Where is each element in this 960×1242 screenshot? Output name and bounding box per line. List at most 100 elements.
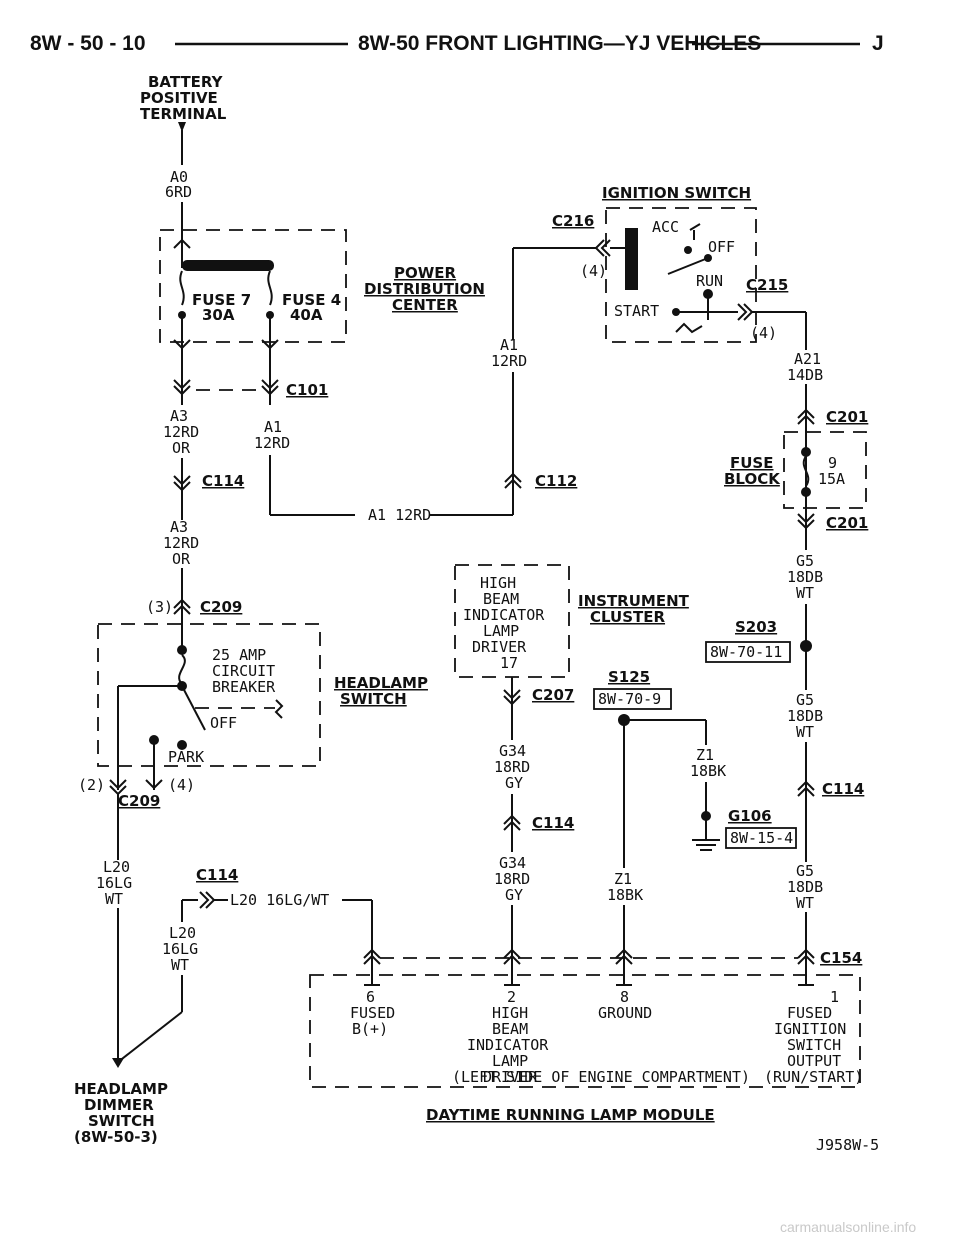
s203-label: S203 bbox=[735, 618, 777, 636]
wire-a0-label: A0 bbox=[170, 168, 188, 186]
c154-label: C154 bbox=[820, 949, 862, 967]
pin2-number: 2 bbox=[507, 988, 516, 1006]
fuse-block-box bbox=[783, 431, 867, 509]
ign-ground-icon bbox=[675, 322, 703, 334]
cb-terminal-top bbox=[177, 645, 187, 655]
wire-a1-run-label: A1 12RD bbox=[368, 506, 431, 524]
hls-wiper bbox=[181, 685, 206, 731]
c114-connector-icon-g5 bbox=[797, 780, 815, 797]
fuse4-label: FUSE 4 bbox=[282, 291, 341, 309]
wire-a21-label: A21 bbox=[794, 350, 821, 368]
c215-label: C215 bbox=[746, 276, 788, 294]
acc-contact-icon bbox=[689, 223, 701, 240]
hls-pin2: (2) bbox=[78, 776, 105, 794]
dimmer-line-1: HEADLAMP bbox=[74, 1080, 168, 1098]
wire-a1-ign-label: A1 bbox=[500, 336, 518, 354]
wire-g34-color2-2: GY bbox=[505, 886, 523, 904]
pin2-line-3: INDICATOR bbox=[467, 1036, 549, 1054]
wire-l20-color-2: 16LG bbox=[162, 940, 198, 958]
ignition-switch-title: IGNITION SWITCH bbox=[602, 184, 751, 202]
g106-ref-box bbox=[725, 827, 797, 849]
ign-wiper-pivot bbox=[704, 254, 712, 262]
fuse7-amp: 30A bbox=[202, 306, 235, 324]
wire-g34-label-2: G34 bbox=[499, 854, 526, 872]
wire-a3-color2: OR bbox=[172, 439, 191, 457]
circuit-breaker-icon bbox=[178, 654, 186, 685]
battery-label-2: POSITIVE bbox=[140, 89, 218, 107]
cb-line-2: CIRCUIT bbox=[212, 662, 275, 680]
hls-off-label: OFF bbox=[210, 714, 237, 732]
wire-g5-label-2: G5 bbox=[796, 691, 814, 709]
c114-connector-icon-l20 bbox=[199, 891, 216, 909]
pin1-line-3: SWITCH bbox=[787, 1036, 841, 1054]
wire-a3-color-2: 12RD bbox=[163, 534, 199, 552]
s203-splice bbox=[800, 640, 812, 652]
headlamp-switch-box bbox=[97, 623, 321, 767]
ignition-contact-bar bbox=[625, 228, 638, 290]
pin8-number: 8 bbox=[620, 988, 629, 1006]
fuse4-element-icon bbox=[267, 270, 273, 306]
wire-z1-label-1: Z1 bbox=[696, 746, 714, 764]
wire-g34-color2-1: GY bbox=[505, 774, 523, 792]
cluster-line-2: BEAM bbox=[483, 590, 519, 608]
fuse4-amp: 40A bbox=[290, 306, 323, 324]
fuse7-label: FUSE 7 bbox=[192, 291, 251, 309]
c201-bottom-label: C201 bbox=[826, 514, 868, 532]
g106-terminal bbox=[701, 811, 711, 821]
wire-l20-color-1: 16LG bbox=[96, 874, 132, 892]
page-number: 8W - 50 - 10 bbox=[30, 32, 146, 55]
wire-a3-color: 12RD bbox=[163, 423, 199, 441]
pin1-line-5: (RUN/START) bbox=[764, 1068, 863, 1086]
wire-a1-color: 12RD bbox=[254, 434, 290, 452]
pin2-line-1: HIGH bbox=[492, 1004, 528, 1022]
module-location: (LEFT SIDE OF ENGINE COMPARTMENT) bbox=[452, 1068, 750, 1086]
wire-g5-color-1: 18DB bbox=[787, 568, 823, 586]
hls-pin4: (4) bbox=[168, 776, 195, 794]
cluster-line-1: HIGH bbox=[480, 574, 516, 592]
pin6-line-1: FUSED bbox=[350, 1004, 395, 1022]
dimmer-line-2: DIMMER bbox=[84, 1096, 154, 1114]
park-terminal bbox=[149, 735, 159, 745]
fuse-block-name-2: BLOCK bbox=[724, 470, 781, 488]
pin8-line-1: GROUND bbox=[598, 1004, 652, 1022]
c201-bottom-connector-icon bbox=[797, 513, 815, 530]
c114-label-g34: C114 bbox=[532, 814, 574, 832]
wire-a1-ign-color: 12RD bbox=[491, 352, 527, 370]
page-title: 8W-50 FRONT LIGHTING—YJ VEHICLES bbox=[358, 32, 761, 55]
ign-pin4b-label: (4) bbox=[750, 324, 777, 342]
fuse7-element-icon bbox=[179, 270, 185, 306]
hls-pin3: (3) bbox=[146, 598, 173, 616]
pin2-line-4: LAMP bbox=[492, 1052, 528, 1070]
cluster-name-1: INSTRUMENT bbox=[578, 592, 690, 610]
wire-a21-color: 14DB bbox=[787, 366, 823, 384]
c114-label-1: C114 bbox=[202, 472, 244, 490]
pin1-line-1: FUSED bbox=[787, 1004, 832, 1022]
c154-connector-icon-2 bbox=[503, 948, 521, 965]
cluster-line-5: DRIVER bbox=[472, 638, 527, 656]
dimmer-arrow-icon bbox=[112, 1058, 124, 1068]
s203-ref-box bbox=[705, 641, 791, 663]
wire-g34-color-2: 18RD bbox=[494, 870, 530, 888]
c112-label: C112 bbox=[535, 472, 577, 490]
hls-name-1: HEADLAMP bbox=[334, 674, 428, 692]
dimmer-line-4: (8W-50-3) bbox=[74, 1128, 158, 1146]
c101-connector-icon-1 bbox=[173, 379, 191, 396]
s125-ref-box bbox=[593, 688, 672, 710]
wire-g5-label-3: G5 bbox=[796, 862, 814, 880]
wire-g5-color-3: 18DB bbox=[787, 878, 823, 896]
hls-park-label: PARK bbox=[168, 748, 204, 766]
wire-g5-color-2: 18DB bbox=[787, 707, 823, 725]
header-letter: J bbox=[872, 32, 884, 55]
wire-g5-color2-2: WT bbox=[796, 723, 814, 741]
wire-g34-color-1: 18RD bbox=[494, 758, 530, 776]
figure-id: J958W-5 bbox=[816, 1136, 879, 1154]
wire-a3-label: A3 bbox=[170, 407, 188, 425]
c114-connector-icon-1 bbox=[173, 475, 191, 492]
park-contact bbox=[177, 740, 187, 750]
c209-bottom-connector-icon-2 bbox=[145, 779, 163, 790]
s203-ref: 8W-70-11 bbox=[710, 643, 782, 661]
c216-connector-icon bbox=[594, 239, 611, 257]
drl-module-box bbox=[309, 974, 861, 1088]
cluster-name-2: CLUSTER bbox=[590, 608, 665, 626]
c154-connector-icon-4 bbox=[797, 948, 815, 965]
